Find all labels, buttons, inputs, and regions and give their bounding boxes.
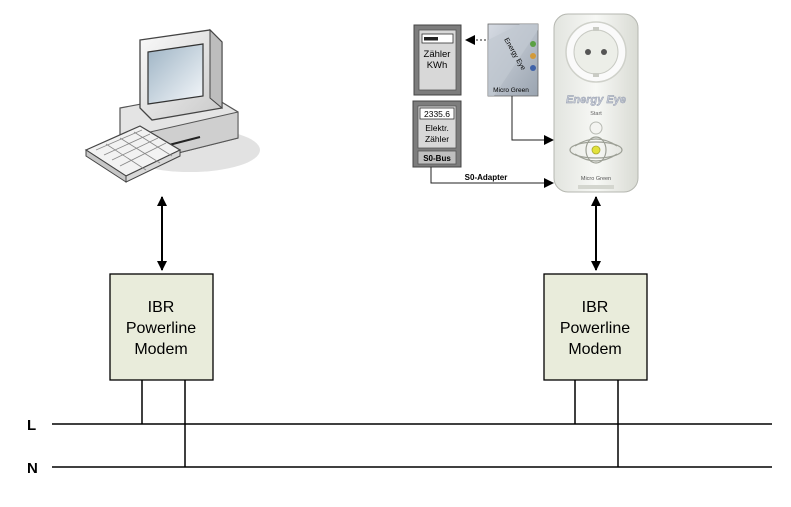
energy-eye-card: Energy Eye Micro Green bbox=[487, 23, 539, 97]
meter-elektr-line2: Zähler bbox=[425, 134, 449, 144]
bus-label-l: L bbox=[27, 417, 36, 434]
energy-eye-photo: Zähler KWh Energy Eye Micro Green 2335.6… bbox=[412, 13, 639, 193]
modem-right: IBR Powerline Modem bbox=[543, 273, 648, 381]
meter-kwh-line1: Zähler bbox=[424, 49, 451, 60]
meter-elektr-bus: S0-Bus bbox=[423, 154, 451, 163]
modem-right-line3: Modem bbox=[568, 341, 621, 358]
modem-left-line2: Powerline bbox=[126, 320, 196, 337]
meter-elektr: 2335.6 Elektr. Zähler S0-Bus bbox=[412, 100, 462, 168]
energy-eye-card-brand: Micro Green bbox=[493, 87, 529, 94]
plug-title: Energy Eye bbox=[566, 94, 626, 106]
meter-kwh-line2: KWh bbox=[427, 60, 448, 71]
bus-label-n: N bbox=[27, 460, 38, 477]
plug-brand: Micro Green bbox=[581, 176, 611, 182]
meter-elektr-reading: 2335.6 bbox=[424, 109, 450, 119]
modem-right-line2: Powerline bbox=[560, 320, 630, 337]
modem-left: IBR Powerline Modem bbox=[109, 273, 214, 381]
plug-emblem bbox=[569, 136, 623, 164]
plug-subtitle: Start bbox=[590, 111, 602, 117]
energy-eye-plug: Energy Eye Start Micro Green bbox=[553, 13, 639, 193]
computer-icon bbox=[84, 28, 260, 183]
modem-left-line3: Modem bbox=[134, 341, 187, 358]
meter-elektr-line1: Elektr. bbox=[425, 123, 449, 133]
s0-adapter-wire bbox=[430, 167, 554, 188]
plug-button bbox=[589, 121, 603, 135]
modem-right-line1: IBR bbox=[582, 299, 609, 316]
modem-left-line1: IBR bbox=[148, 299, 175, 316]
card-to-plug-wire bbox=[511, 96, 554, 145]
meter-kwh: Zähler KWh bbox=[413, 24, 462, 96]
s0-adapter-label: S0-Adapter bbox=[465, 173, 508, 182]
